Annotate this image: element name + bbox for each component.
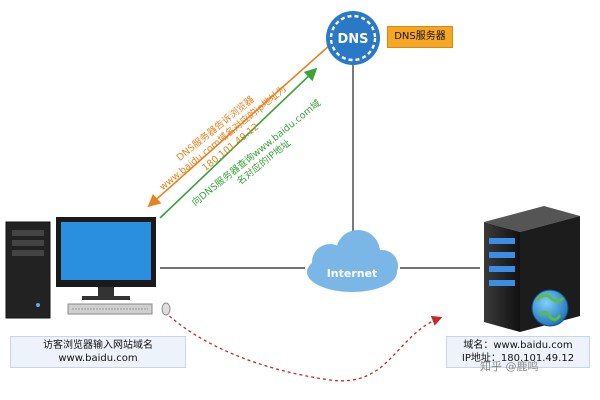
server-caption: 域名：www.baidu.com IP地址：180.101.49.12 [446, 336, 590, 368]
client-caption-line-1: 访客浏览器输入网站域名 [43, 340, 153, 351]
internet-cloud-icon: Internet [307, 230, 398, 292]
watermark: 知乎 @鹿鸣 [480, 360, 539, 373]
mouse-icon [161, 302, 171, 316]
client-caption: 访客浏览器输入网站域名 www.baidu.com [10, 336, 186, 368]
visit-path-arrow [164, 311, 443, 382]
globe-icon [531, 289, 569, 327]
monitor-icon [56, 217, 156, 300]
dns-server-icon: DNS [326, 11, 380, 65]
server-caption-line-2: IP地址：180.101.49.12 [461, 353, 575, 364]
dns-response-arrow [147, 44, 331, 208]
pc-tower-icon [5, 221, 51, 319]
dns-server-label: DNS服务器 [387, 26, 453, 48]
internet-label: Internet [327, 267, 378, 280]
client-caption-line-2: www.baidu.com [58, 353, 138, 364]
server-caption-line-1: 域名：www.baidu.com [463, 340, 573, 351]
keyboard-icon [67, 303, 153, 315]
dns-query-arrow [159, 67, 318, 219]
dns-icon-text: DNS [337, 32, 368, 47]
